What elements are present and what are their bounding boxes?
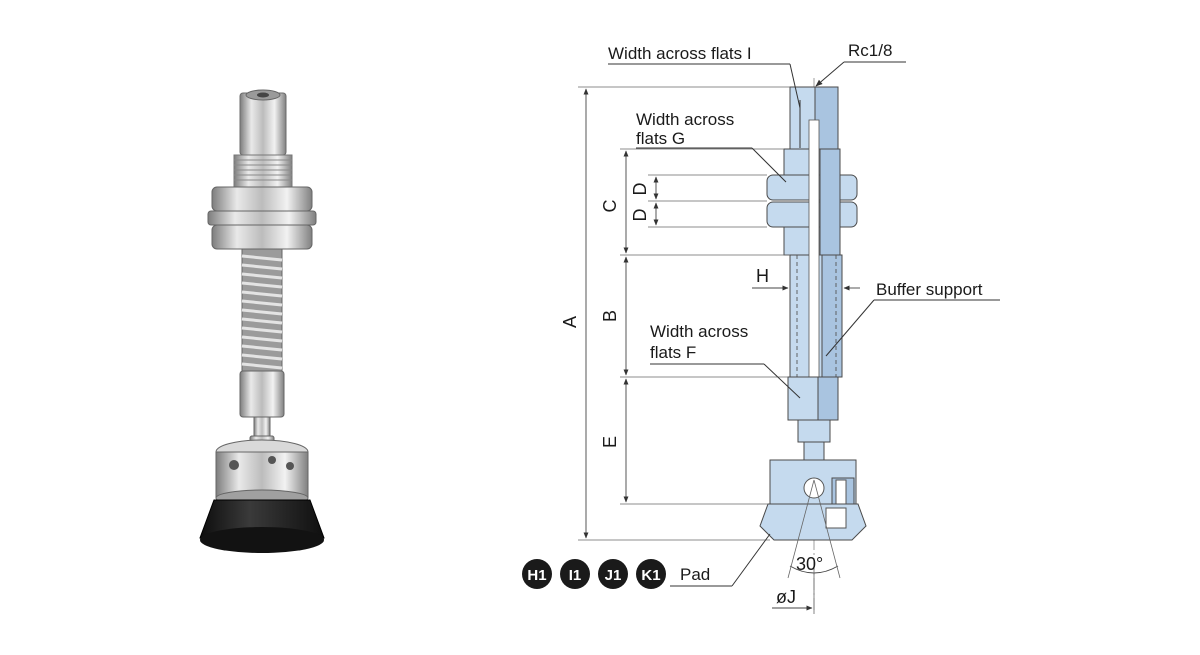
label-rc18: Rc1/8 xyxy=(848,41,892,60)
label-width-across-flats-f-1: Width across xyxy=(650,322,748,341)
dim-h: H xyxy=(756,266,769,286)
label-buffer-support: Buffer support xyxy=(876,280,983,299)
label-width-across-flats-f-2: flats F xyxy=(650,343,696,362)
svg-text:J1: J1 xyxy=(605,567,622,584)
label-pad: Pad xyxy=(680,565,710,584)
dim-d-lower: D xyxy=(630,209,650,222)
svg-text:I1: I1 xyxy=(569,567,582,584)
dim-angle: 30° xyxy=(796,554,823,574)
svg-text:H1: H1 xyxy=(527,567,546,584)
label-width-across-flats-g-1: Width across xyxy=(636,110,734,129)
label-width-across-flats-i: Width across flats I xyxy=(608,44,752,63)
technical-drawing xyxy=(578,61,1000,614)
svg-text:K1: K1 xyxy=(641,567,660,584)
dim-a: A xyxy=(560,316,580,328)
product-photo xyxy=(199,89,325,553)
dim-b: B xyxy=(600,310,620,322)
badge-h1: H1 xyxy=(522,559,552,589)
dim-phi-j: øJ xyxy=(776,587,796,607)
badge-i1: I1 xyxy=(560,559,590,589)
dim-c: C xyxy=(600,200,620,213)
badge-j1: J1 xyxy=(598,559,628,589)
dim-e: E xyxy=(600,436,620,448)
label-width-across-flats-g-2: flats G xyxy=(636,129,685,148)
dim-d-upper: D xyxy=(630,183,650,196)
badge-k1: K1 xyxy=(636,559,666,589)
